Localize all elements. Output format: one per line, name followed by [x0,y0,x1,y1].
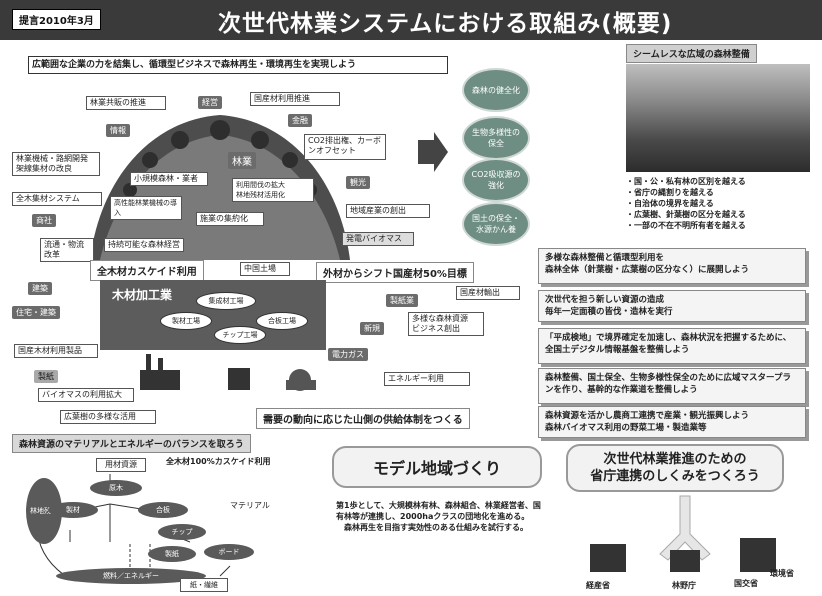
right-box-4: 森林整備、国土保全、生物多様性保全のために広域マスタープランを作り、基幹的な作業… [538,368,806,404]
node-paper-fiber: 紙・繊維 [180,578,228,592]
tag-paper: 製紙業 [386,294,418,307]
forest-mid-tag: 林業 [228,152,256,169]
tag-housing: 製紙 [34,370,58,383]
bullet-1: ・国・公・私有林の区別を越える [626,177,746,186]
bullet-5: ・一部の不在不明所有者を越える [626,221,746,230]
tag-power: 電力ガス [328,348,368,361]
goal-biodiversity: 生物多様性の保全 [462,116,530,160]
left-banner: 広範囲な企業の力を結集し、循環型ビジネスで森林再生・環境再生を実現しよう [28,56,448,74]
forestry-machine-label: 林業機械・路網開発 架線集材の改良 [12,152,100,176]
node-plywood: 合板 [138,502,188,518]
balance-title: 森林資源のマテリアルとエネルギーのバランスを取ろう [12,434,251,453]
cascade-label: 全木材カスケイド利用 [90,260,204,281]
tag-finance2: 金融 [288,114,312,127]
right-box-1: 多様な森林整備と循環型利用を 森林全体（針葉樹・広葉樹の区分なく）に展開しよう [538,248,806,284]
small-scale-label: 小規模森林・業者 [130,172,208,186]
header-badge: 提言2010年3月 [12,9,101,30]
high-performance-label: 高性能林業機械の導入 [110,196,182,220]
ministry-forestry: 林野庁 [672,581,696,590]
land-consolidation-label: 施業の集約化 [196,212,264,226]
material-label: マテリアル [230,501,270,510]
mill-label: 木材加工業 [112,288,173,302]
plywood-oval: 合板工場 [256,312,308,330]
biomass-use-label: バイオマスの利用拡大 [38,388,134,402]
tag-tourism: 観光 [346,176,370,189]
goal-forest-health: 森林の健全化 [462,68,530,112]
ministry-arrows [590,495,776,572]
ministry-meti: 経産省 [586,581,610,590]
tag-finance: 経営 [198,96,222,109]
node-fuel-energy: 燃料／エネルギー [56,568,206,584]
goal-land: 国土の保全・水源かん養 [462,202,530,246]
source-resource-node: 用材資源 [96,458,146,472]
right-box-2: 次世代を担う新しい資源の造成 毎年一定面積の皆伐・造林を実行 [538,290,806,322]
forest-coop-label: 林業共販の推進 [86,96,166,110]
ministry-title: 次世代林業推進のための 省庁連携のしくみをつくろう [566,444,784,492]
thinning-plan-label: 利用間伐の拡大 林地残材活用化 [232,178,314,202]
ministry-mlit: 国交省 [734,579,758,588]
seamless-caption: シームレスな広域の森林整備 [626,44,757,63]
right-box-5: 森林資源を活かし農商工連携で産業・観光振興しよう 森林バイオマス利用の野菜工場・… [538,406,806,438]
domestic-export-label: 国産材輸出 [456,286,520,300]
broadleaf-label: 広葉樹の多様な活用 [60,410,156,424]
factory-icons [140,354,316,391]
sustainable-forest-label: 持続可能な森林経営 [104,238,184,252]
node-log: 原木 [90,480,142,496]
forest-photo [626,64,810,172]
right-box-3: 「平成検地」で境界確定を加速し、森林状況を把握するために、全国土デジタル情報基盤… [538,328,806,364]
distribution-label: 流通・物流 改革 [40,238,94,262]
supply-banner: 需要の動向に応じた山側の供給体制をつくる [256,408,470,429]
whole-tree-label: 全木集材システム [12,192,102,206]
chip-oval: チップ工場 [214,326,266,344]
tag-build: 建築 [28,282,52,295]
node-paper: 製紙 [148,546,196,562]
co2-label: CO2排出権、カーボンオフセット [304,134,386,160]
forest-mountain-illustration [90,115,350,260]
tag-commerce: 商社 [32,214,56,227]
right-bullets: ・国・公・私有林の区別を越える ・省庁の縄割りを越える ・自治体の境界を越える … [626,176,746,231]
cascade-subtitle: 全木材100%カスケイド利用 [166,457,271,466]
glulam-factory-oval: 集成材工場 [196,292,256,310]
header-bar [0,0,822,40]
national-timber-label: 国産材利用推進 [250,92,340,106]
right-arrow-icon [418,132,448,172]
node-chip: チップ [158,524,206,540]
tag-new: 新規 [360,322,384,335]
model-description: 第1歩として、大規模林有林、森林組合、林業経営者、国有林等が連携し、2000ha… [336,501,541,532]
node-board: ボード [204,544,254,560]
import-shift-label: 外材からシフト国産材50%目標 [316,262,474,283]
biomass-power-label: 発電バイオマス [342,232,414,246]
tag-house: 住宅・建築 [12,306,60,319]
regional-industry-label: 地域産業の創出 [346,204,430,218]
bullet-2: ・省庁の縄割りを越える [626,188,714,197]
tag-info: 情報 [106,124,130,137]
new-business-label: 多様な森林資源 ビジネス創出 [408,312,484,336]
bullet-4: ・広葉樹、針葉樹の区分を越える [626,210,746,219]
domestic-products-label: 国産木材利用製品 [14,344,98,358]
node-lumber: 製材 [48,502,98,518]
energy-use-label: エネルギー利用 [384,372,470,386]
ministry-env: 環境省 [770,569,794,578]
bullet-3: ・自治体の境界を越える [626,199,714,208]
sawmill-oval: 製材工場 [160,312,212,330]
china-label: 中国土場 [240,262,290,276]
goal-co2: CO2吸収源の強化 [462,158,530,202]
page-title: 次世代林業システムにおける取組み(概要) [218,11,673,37]
model-title: モデル地域づくり [332,446,542,488]
